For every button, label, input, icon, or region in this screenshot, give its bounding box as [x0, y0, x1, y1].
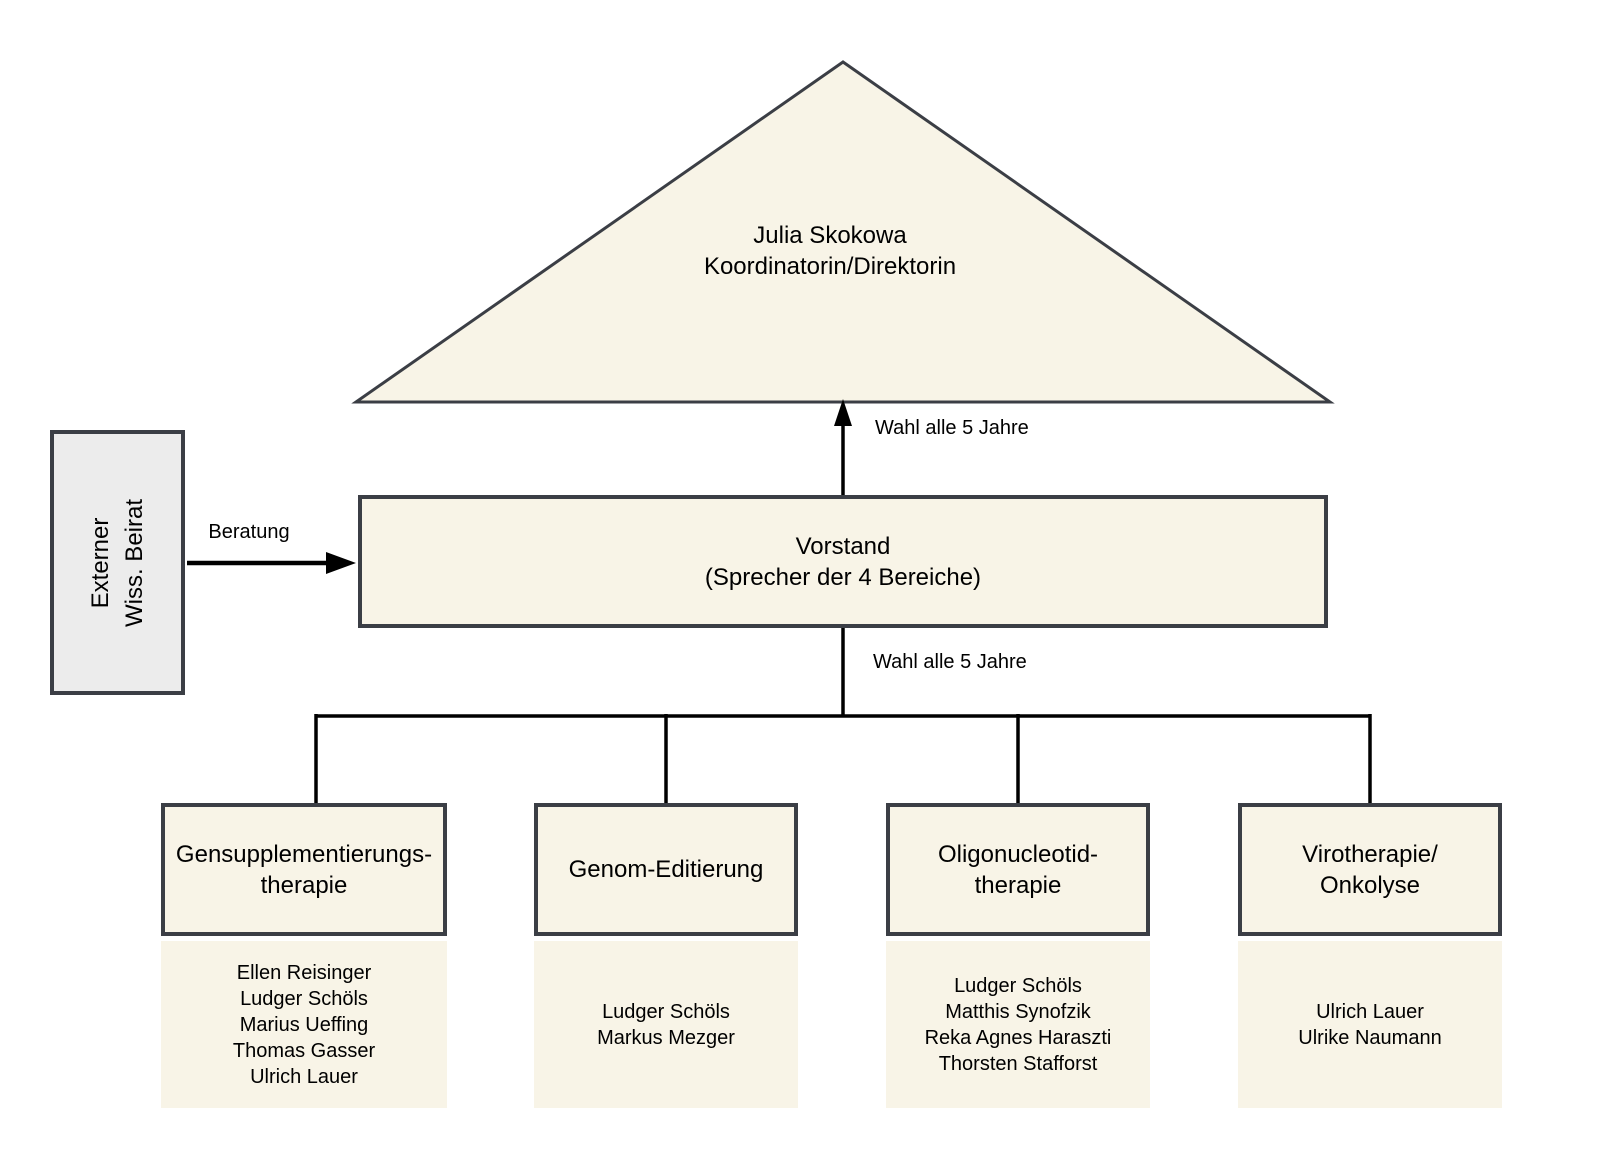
board-title: Vorstand: [795, 532, 891, 560]
member-name: Ulrike Naumann: [1298, 1026, 1442, 1049]
member-name: Ellen Reisinger: [236, 961, 372, 984]
section-title-line: therapie: [260, 871, 348, 899]
section-title-line: Virotherapie/: [1302, 840, 1438, 868]
member-name: Markus Mezger: [597, 1026, 735, 1049]
advice-label: Beratung: [208, 521, 290, 543]
board-node: Vorstand (Sprecher der 4 Bereiche): [358, 495, 1328, 628]
member-name: Thorsten Stafforst: [938, 1052, 1098, 1075]
member-name: Thomas Gasser: [232, 1039, 376, 1062]
member-name: Ludger Schöls: [954, 974, 1082, 997]
member-name: Ulrich Lauer: [1316, 1000, 1424, 1023]
member-name: Ulrich Lauer: [250, 1065, 358, 1088]
member-name: Matthis Synofzik: [945, 1000, 1091, 1023]
section-title: Genom-Editierung: [569, 854, 764, 885]
section-title-line: therapie: [974, 871, 1062, 899]
director-node: Julia Skokowa Koordinatorin/Direktorin: [630, 220, 1030, 282]
section-title: Oligonucleotid-therapie: [938, 839, 1098, 901]
advice-arrow-head: [326, 552, 356, 574]
section-title: Gensupplementierungs-therapie: [176, 839, 432, 901]
director-name: Julia Skokowa: [753, 222, 907, 249]
advisory-board-node: Externer Wiss. Beirat: [50, 430, 185, 695]
member-name: Marius Ueffing: [239, 1013, 369, 1036]
section-header-box: Genom-Editierung: [534, 803, 798, 936]
board-subtitle: (Sprecher der 4 Bereiche): [704, 563, 982, 591]
section-title-line: Gensupplementierungs-: [175, 840, 433, 868]
election-label-top: Wahl alle 5 Jahre: [875, 417, 1029, 439]
member-name: Ludger Schöls: [240, 987, 368, 1010]
member-name: Reka Agnes Haraszti: [924, 1026, 1112, 1049]
section-header-box: Gensupplementierungs-therapie: [161, 803, 447, 936]
advisory-board-label: Externer Wiss. Beirat: [84, 498, 152, 626]
advisory-board-line2: Wiss. Beirat: [120, 498, 148, 627]
section-header-box: Oligonucleotid-therapie: [886, 803, 1150, 936]
section-title: Virotherapie/Onkolyse: [1302, 839, 1438, 901]
section-header-box: Virotherapie/Onkolyse: [1238, 803, 1502, 936]
section-title-line: Oligonucleotid-: [937, 840, 1099, 868]
election-arrow-head: [834, 399, 852, 426]
election-label-bottom: Wahl alle 5 Jahre: [873, 651, 1027, 673]
member-name: Ludger Schöls: [602, 1000, 730, 1023]
advisory-board-line1: Externer: [86, 517, 114, 608]
section-title-line: Onkolyse: [1319, 871, 1421, 899]
section-title-line: Genom-Editierung: [568, 856, 764, 883]
director-role: Koordinatorin/Direktorin: [703, 253, 957, 280]
section-gensupplementierungstherapie: Gensupplementierungs-therapie Ellen Reis…: [161, 803, 447, 1108]
